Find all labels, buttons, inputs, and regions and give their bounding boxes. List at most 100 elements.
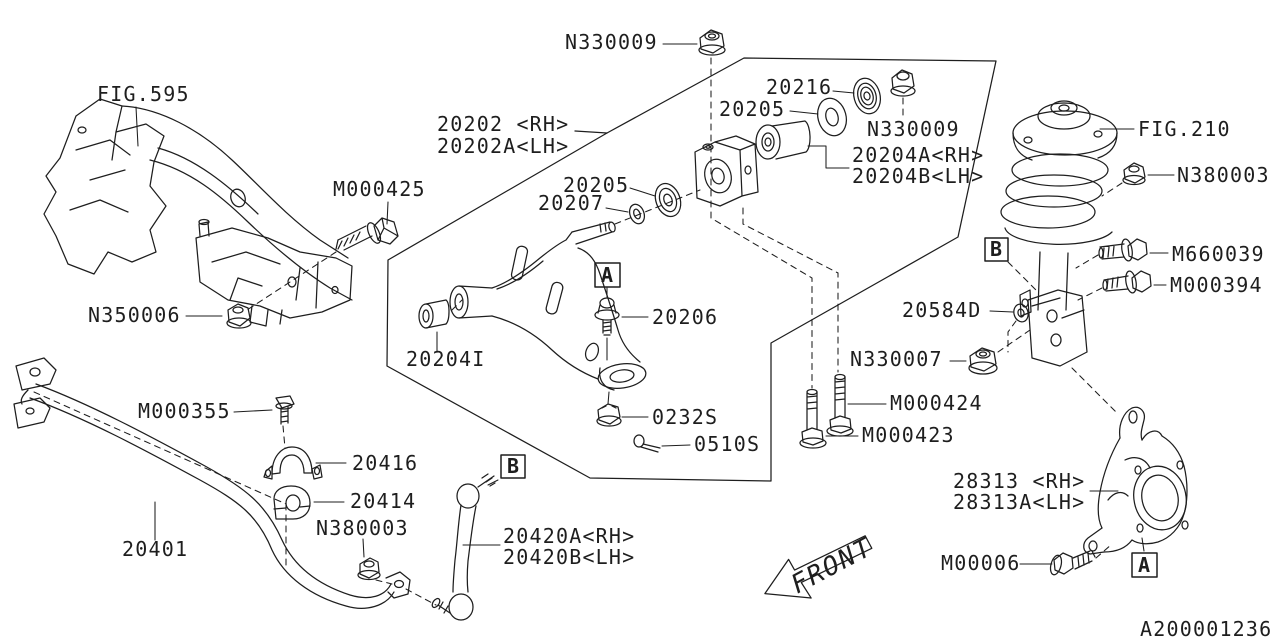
label-fig595: FIG.595 <box>97 82 190 106</box>
stabilizer-bar-drawing <box>13 357 411 609</box>
label-20202a-lh: 20202A<LH> <box>437 134 569 158</box>
ball-joint-20206 <box>594 297 620 336</box>
c20584d-dashed <box>1007 320 1017 353</box>
nut-n330007 <box>968 347 998 375</box>
bushing-20204i <box>418 299 450 329</box>
c20216-leader <box>832 90 855 94</box>
label-m000423: M000423 <box>862 423 955 447</box>
bar-link-dashed <box>375 579 437 606</box>
m000394-dashed <box>1077 287 1103 301</box>
nut-n330009-top <box>698 29 726 56</box>
m660039-dashed <box>1075 254 1099 269</box>
ref-letter-a-knuckle: A <box>1138 553 1150 577</box>
callout-labels: FIG.595 N330009 20202 <RH> 20202A<LH> 20… <box>88 30 1271 640</box>
washer-20205-mid <box>654 182 682 218</box>
strut-knuckle-dashed <box>1071 367 1117 413</box>
bushing-20204 <box>755 120 811 160</box>
c20584d-leader <box>989 310 1014 313</box>
m00006-dashed <box>1095 543 1113 559</box>
nut-n350006 <box>226 303 252 329</box>
ref-letter-b-strut: B <box>990 237 1002 261</box>
ref-letters: A B B A <box>507 237 1150 577</box>
c20204i-dashed <box>451 299 463 311</box>
label-20216: 20216 <box>766 75 832 99</box>
housing-bolt-dashed <box>710 57 839 389</box>
label-fig210: FIG.210 <box>1138 117 1231 141</box>
label-m660039: M660039 <box>1172 242 1265 266</box>
label-0510s: 0510S <box>694 432 760 456</box>
knuckle-drawing <box>1083 406 1189 555</box>
strut-drawing <box>1000 100 1118 367</box>
label-n330007: N330007 <box>850 347 943 371</box>
washer-20207 <box>628 203 646 225</box>
label-n330009-top: N330009 <box>565 30 658 54</box>
washer-20584d <box>1013 303 1029 323</box>
c20205-mid-leader <box>629 187 656 197</box>
bolt-m000394 <box>1102 270 1152 294</box>
label-20205-mid: 20205 <box>563 173 629 197</box>
cotter-pin-0510s <box>633 434 661 453</box>
bolt-m000423 <box>799 388 827 449</box>
nut-n380003-strut <box>1122 162 1146 186</box>
label-n380003-strut: N380003 <box>1177 163 1270 187</box>
stabilizer-link-drawing <box>431 473 496 621</box>
label-20205-upper: 20205 <box>719 97 785 121</box>
bolt-m000355 <box>275 395 295 425</box>
c0510s-leader <box>661 444 691 447</box>
fig595-leader <box>135 106 139 147</box>
front-label: FRONT <box>786 532 878 600</box>
bolt-m00006 <box>1049 550 1096 576</box>
bushing-20414 <box>273 485 311 520</box>
label-m000425: M000425 <box>333 177 426 201</box>
m000355-leader <box>233 409 273 413</box>
nut-n380003-bar <box>357 557 381 581</box>
label-20420a-rh: 20420A<RH> <box>503 524 635 548</box>
label-m000394: M000394 <box>1170 273 1263 297</box>
c20204-pointer <box>807 145 850 169</box>
label-20206: 20206 <box>652 305 718 329</box>
stabilizer-mount-dashed <box>33 391 287 569</box>
label-m000424: M000424 <box>890 391 983 415</box>
label-20204i: 20204I <box>406 347 485 371</box>
label-20416: 20416 <box>352 451 418 475</box>
m000425-leader <box>386 201 389 225</box>
n380003-strut-dashed <box>1101 182 1123 197</box>
arm-shaft-axis-dashed <box>614 189 701 225</box>
label-n330009-mid: N330009 <box>867 117 960 141</box>
balljoint-stem-lines <box>606 337 610 405</box>
n380003-bar-leader <box>362 538 365 558</box>
label-n350006: N350006 <box>88 303 181 327</box>
castle-nut-0232s <box>596 403 622 427</box>
label-m00006: M00006 <box>941 551 1020 575</box>
label-20202-rh: 20202 <RH> <box>437 112 569 136</box>
label-20204b-lh: 20204B<LH> <box>852 164 984 188</box>
label-28313-rh: 28313 <RH> <box>953 469 1085 493</box>
c20207-leader <box>605 207 629 213</box>
label-20207: 20207 <box>538 191 604 215</box>
label-0232s: 0232S <box>652 405 718 429</box>
crossmember-drawing <box>43 98 353 327</box>
washer-20205-upper <box>816 97 848 137</box>
n330007-dashed <box>997 329 1031 353</box>
label-20414: 20414 <box>350 489 416 513</box>
label-20204a-rh: 20204A<RH> <box>852 143 984 167</box>
c20205-upper-leader <box>789 110 819 115</box>
bolt-m660039 <box>1098 238 1148 262</box>
washer-20216 <box>852 77 882 115</box>
label-20401: 20401 <box>122 537 188 561</box>
label-20584d: 20584D <box>902 298 981 322</box>
label-n380003-bar: N380003 <box>316 516 409 540</box>
bolt-m000424 <box>826 373 854 437</box>
ref-letter-b-link: B <box>507 454 519 478</box>
label-28313a-lh: 28313A<LH> <box>953 490 1085 514</box>
m000425-axis-dashed <box>243 251 337 313</box>
label-20420b-lh: 20420B<LH> <box>503 545 635 569</box>
clamp-20416 <box>263 446 323 480</box>
ref-box-b-strut <box>984 237 1009 262</box>
front-arrow: FRONT <box>764 532 878 600</box>
exploded-plane-outline <box>386 57 997 482</box>
control-arm-drawing <box>449 221 647 391</box>
ref-box-a-center <box>594 262 621 298</box>
